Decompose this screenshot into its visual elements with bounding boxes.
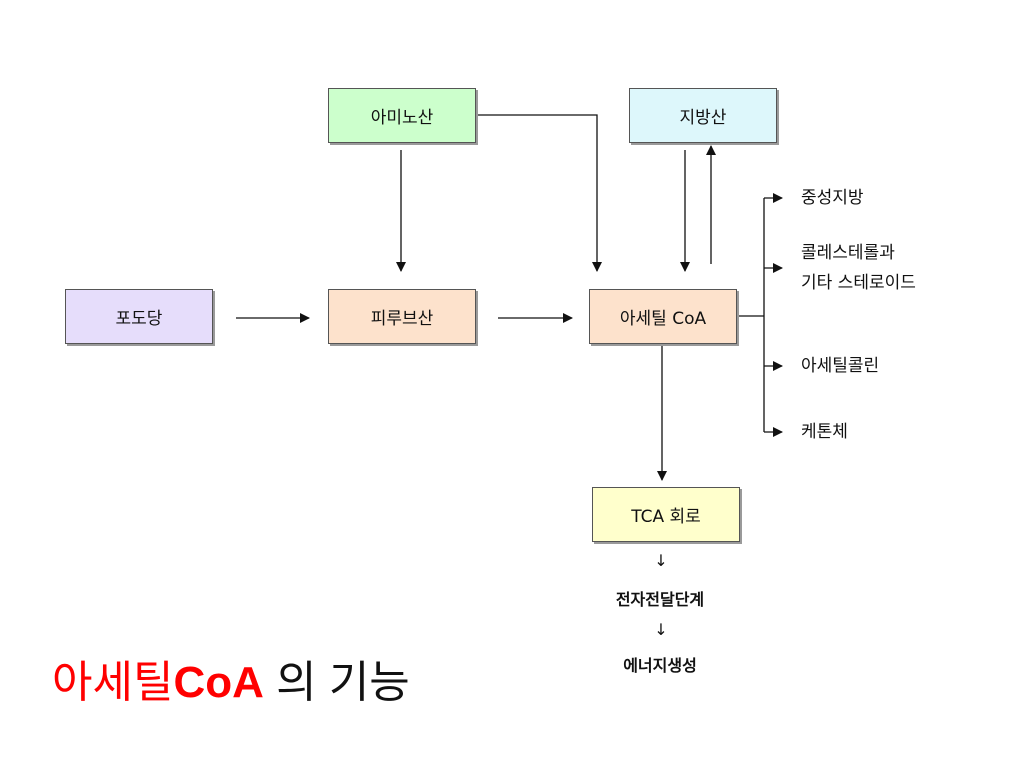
flow-electron-transport: 전자전달단계 [615,590,705,609]
output-cholesterol-line2: 기타 스테로이드 [801,273,916,293]
output-acetylcholine: 아세틸콜린 [801,356,880,376]
flow-arrow-1: ↓ [654,551,668,570]
output-cholesterol-line1: 콜레스테롤과 [801,243,895,263]
node-acetyl-coa: 아세틸 CoA [589,289,737,344]
node-glucose: 포도당 [65,289,213,344]
arrow-amino-to-acetyl [476,114,602,272]
output-ketone: 케톤체 [801,422,848,442]
flow-energy-production: 에너지생성 [623,656,697,675]
node-amino-acid: 아미노산 [328,88,476,143]
page-title: 아세틸CoA 의 기능 [52,646,410,710]
output-triglyceride: 중성지방 [801,188,864,208]
title-part-coa: CoA [173,658,264,707]
node-pyruvate: 피루브산 [328,289,476,344]
title-part-acetyl: 아세틸 [52,658,174,707]
node-tca-cycle: TCA 회로 [592,487,740,542]
title-part-function: 의 기능 [263,658,410,707]
flow-arrow-2: ↓ [654,620,668,639]
node-fatty-acid: 지방산 [629,88,777,143]
